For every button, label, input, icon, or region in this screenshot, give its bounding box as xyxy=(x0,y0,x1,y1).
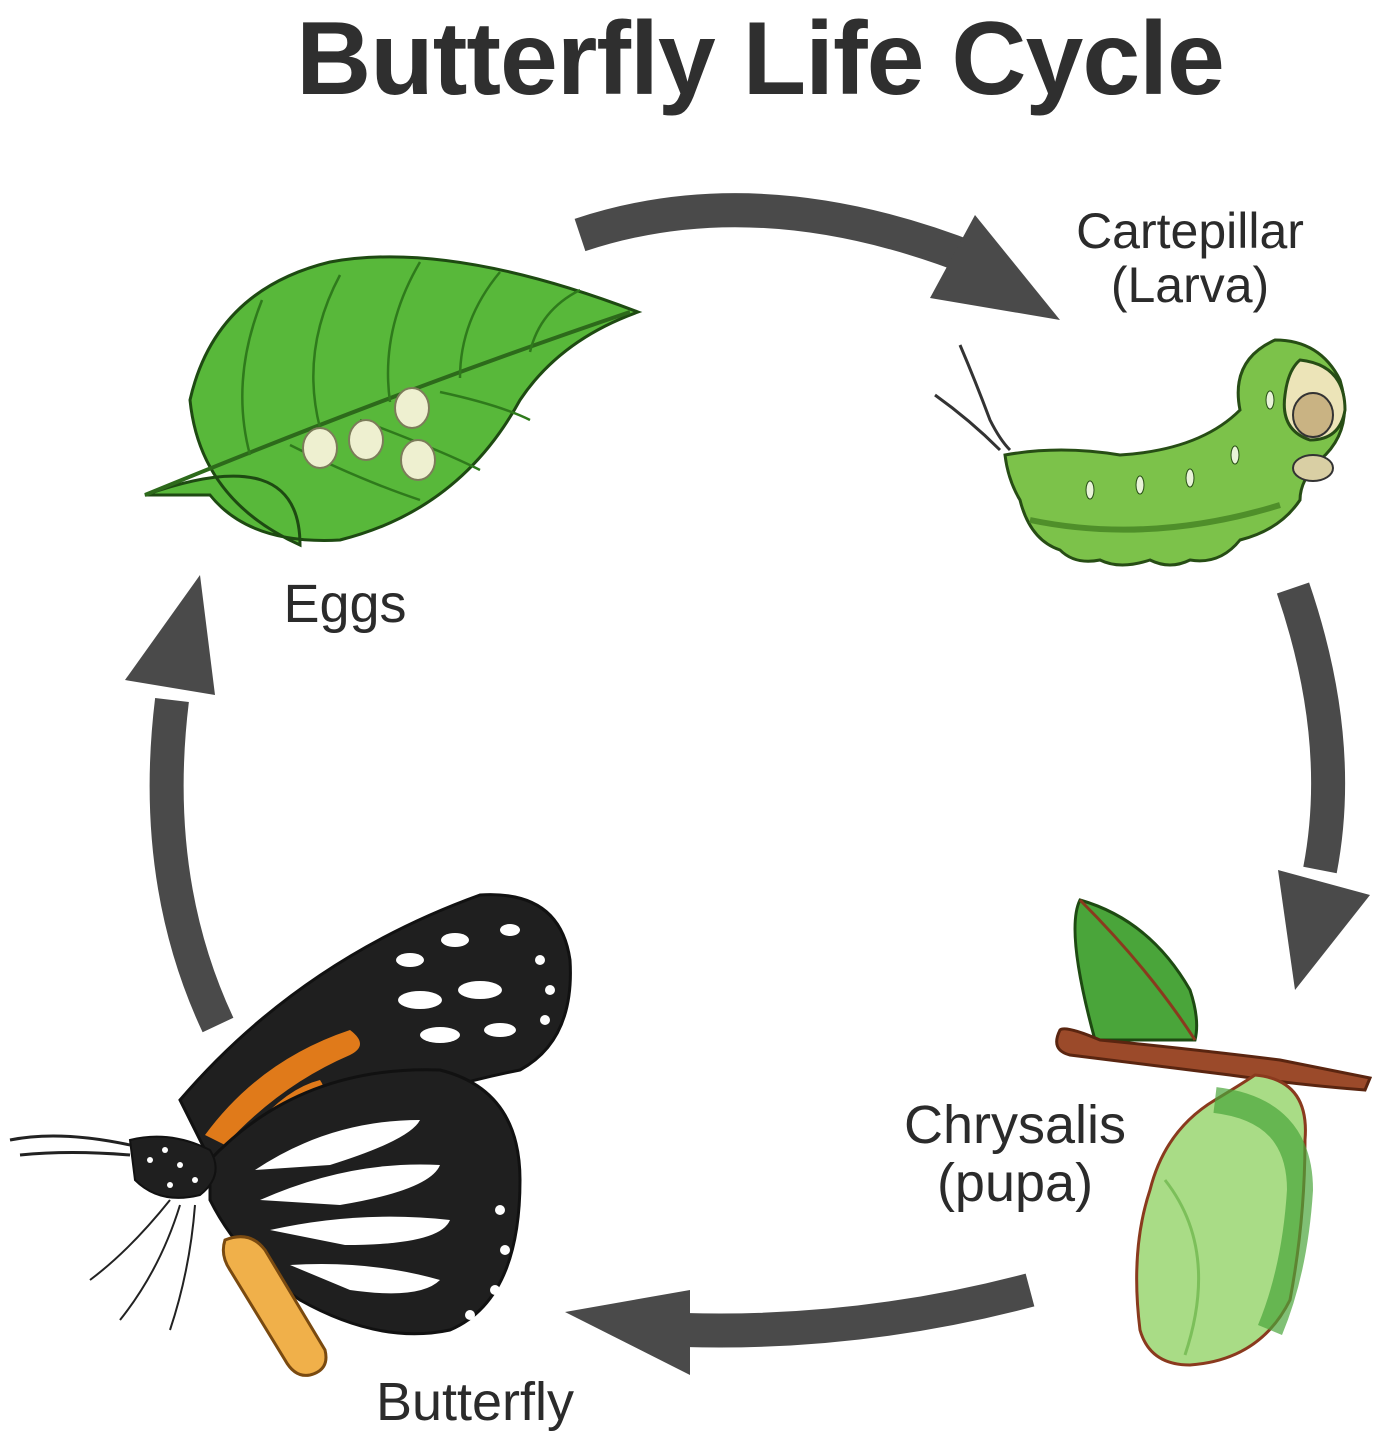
chrysalis-illustration xyxy=(1055,898,1373,1367)
egg-cluster xyxy=(302,387,436,481)
arrow-butterfly-to-eggs xyxy=(125,575,234,1033)
butterfly-illustration xyxy=(9,893,572,1377)
arrow-eggs-to-caterpillar xyxy=(574,193,1060,320)
arrow-caterpillar-to-chrysalis xyxy=(1276,582,1370,990)
label-caterpillar: Cartepillar (Larva) xyxy=(1020,204,1360,312)
diagram-title: Butterfly Life Cycle xyxy=(296,1,1225,117)
arrow-chrysalis-to-butterfly xyxy=(565,1273,1035,1375)
label-caterpillar-line2: (Larva) xyxy=(1110,257,1270,313)
label-caterpillar-line1: Cartepillar xyxy=(1076,203,1304,259)
leaf-with-eggs-illustration xyxy=(144,255,643,548)
label-chrysalis-line1: Chrysalis xyxy=(903,1095,1127,1155)
label-butterfly: Butterfly xyxy=(375,1372,575,1432)
caterpillar-illustration xyxy=(934,338,1347,567)
label-chrysalis: Chrysalis (pupa) xyxy=(850,1096,1180,1213)
label-chrysalis-line2: (pupa) xyxy=(936,1153,1094,1214)
label-eggs: Eggs xyxy=(283,574,407,634)
